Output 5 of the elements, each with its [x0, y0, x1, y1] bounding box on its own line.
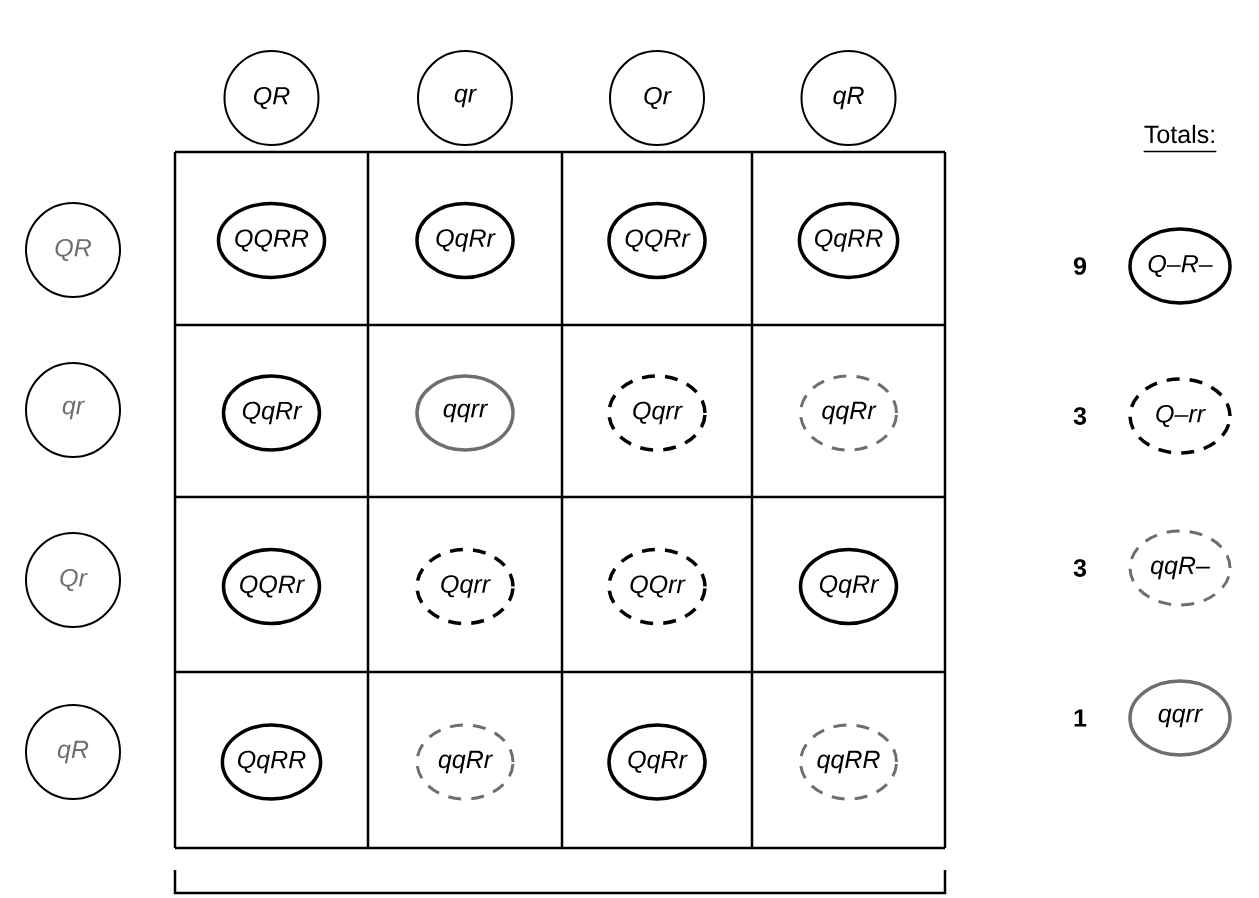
count: 9	[1073, 257, 1087, 275]
count: 3	[1073, 407, 1087, 425]
count: 1	[1074, 709, 1087, 727]
heading: Totals:	[1144, 124, 1214, 144]
count: 3	[1073, 559, 1087, 577]
